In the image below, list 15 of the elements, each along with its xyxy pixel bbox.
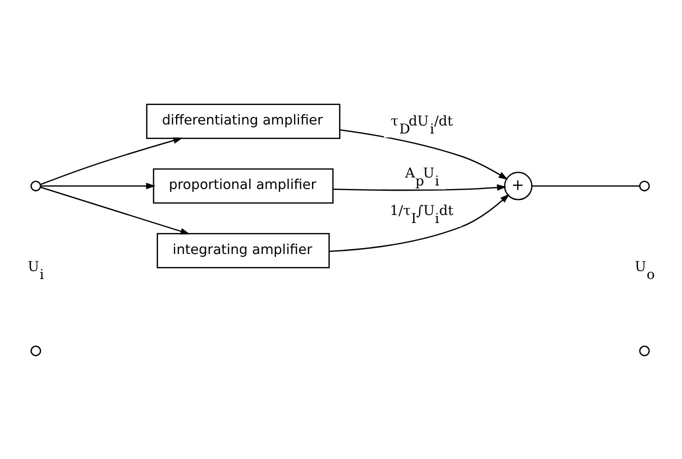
node-box: integrating amplifier [156, 232, 330, 268]
arrow [340, 128, 508, 180]
arrow [40, 186, 190, 234]
node-box: proportional amplifier [152, 168, 334, 204]
node-circle [30, 180, 42, 191]
arrow [329, 193, 510, 252]
node-box: differentiating amplifier [146, 103, 340, 139]
arrow [40, 182, 156, 189]
node-circle [30, 345, 42, 356]
node-circle [639, 180, 650, 191]
connector [532, 184, 640, 186]
node-circle [639, 345, 650, 356]
arrow [333, 184, 506, 190]
node-circle: + [504, 171, 532, 200]
arrow [40, 136, 183, 185]
